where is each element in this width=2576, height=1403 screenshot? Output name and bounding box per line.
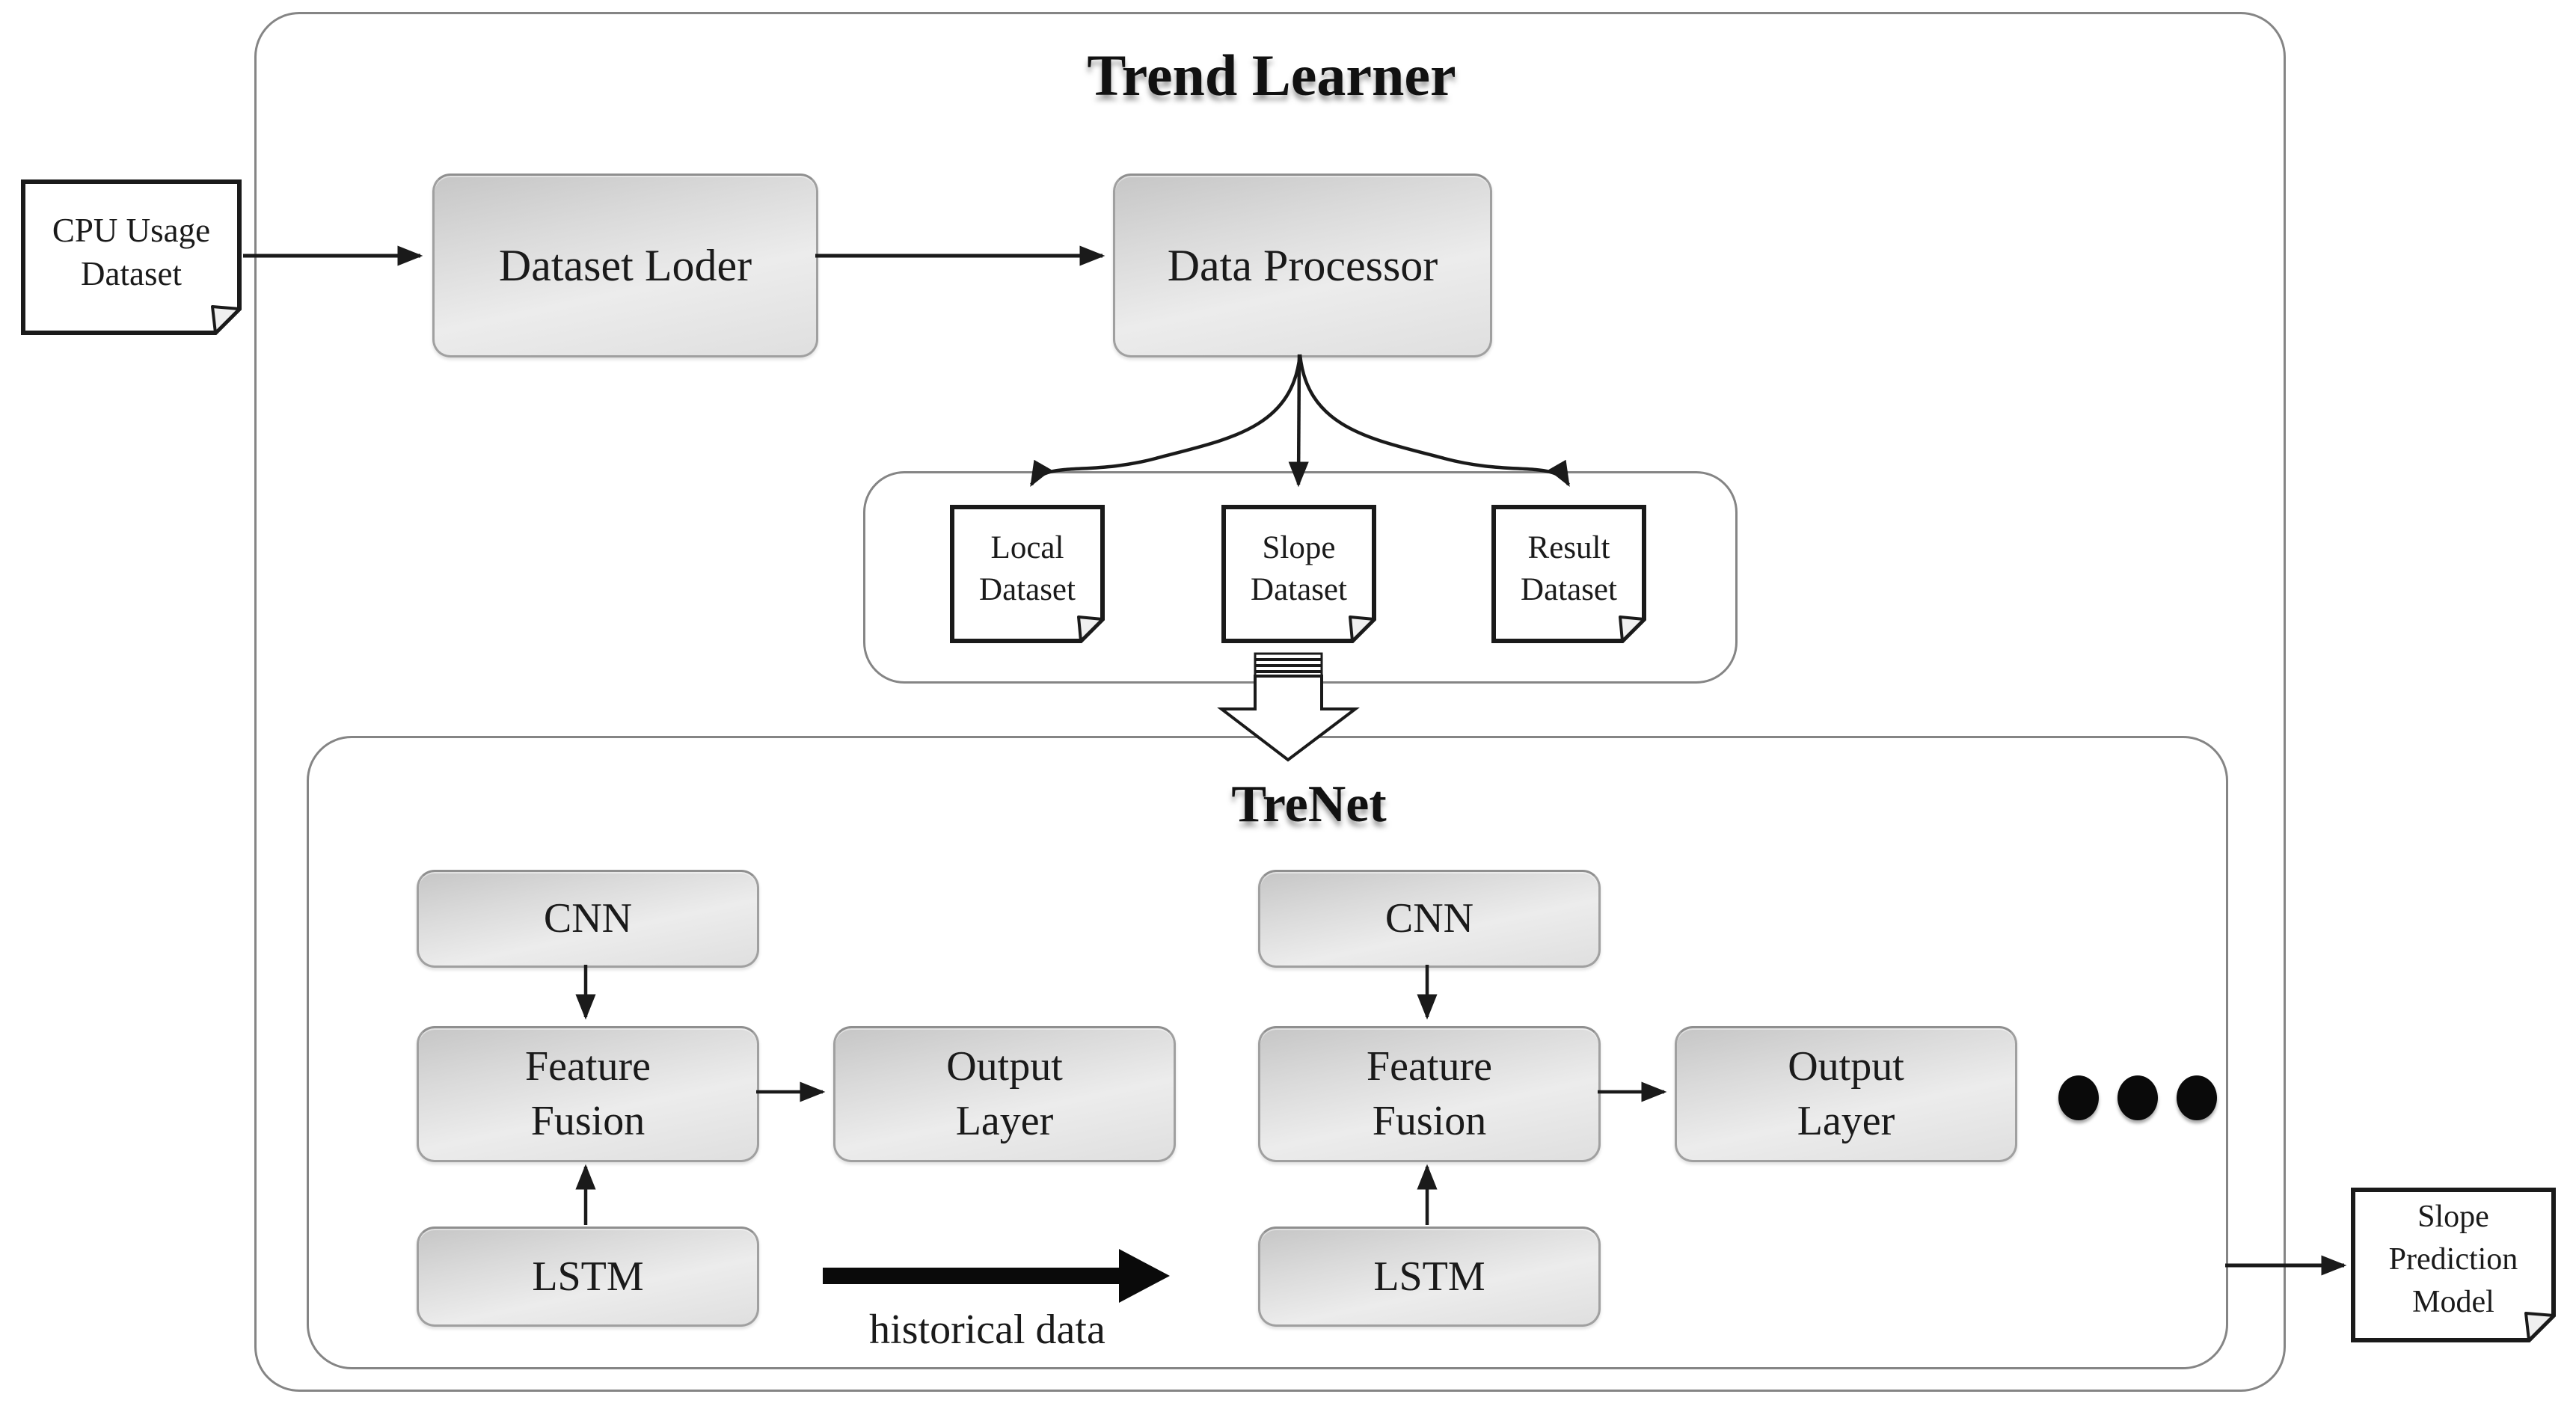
document-icon	[950, 505, 1105, 643]
slope-dataset-doc: Slope Dataset	[1221, 505, 1376, 643]
doc-label: Result Dataset	[1521, 529, 1617, 607]
lstm-box-right: LSTM	[1258, 1227, 1601, 1327]
doc-label: Slope Prediction Model	[2388, 1200, 2518, 1319]
local-dataset-doc: Local Dataset	[950, 505, 1105, 643]
ellipsis-dots-icon	[2058, 1075, 2217, 1120]
document-icon	[21, 179, 242, 335]
result-dataset-doc: Result Dataset	[1491, 505, 1646, 643]
cpu-usage-dataset-doc: CPU Usage Dataset	[21, 179, 242, 335]
cnn-box-left: CNN	[417, 870, 759, 968]
output-layer-box-left: Output Layer	[833, 1026, 1176, 1162]
doc-label: Local Dataset	[979, 529, 1076, 607]
slope-prediction-model-doc: Slope Prediction Model	[2351, 1188, 2556, 1342]
dataset-loader-box: Dataset Loder	[432, 174, 818, 357]
document-icon	[2351, 1188, 2556, 1342]
trend-learner-frame	[254, 12, 2286, 1392]
dot-icon	[2058, 1075, 2099, 1120]
dot-icon	[2177, 1075, 2217, 1120]
doc-label: CPU Usage Dataset	[52, 211, 211, 293]
output-layer-box-right: Output Layer	[1675, 1026, 2017, 1162]
dot-icon	[2117, 1075, 2158, 1120]
document-icon	[1221, 505, 1376, 643]
feature-fusion-box-right: Feature Fusion	[1258, 1026, 1601, 1162]
data-processor-box: Data Processor	[1113, 174, 1492, 357]
doc-label: Slope Dataset	[1251, 529, 1347, 607]
page-title: Trend Learner	[1087, 43, 1456, 108]
feature-fusion-box-left: Feature Fusion	[417, 1026, 759, 1162]
historical-data-label: historical data	[869, 1307, 1105, 1353]
trenet-title: TreNet	[1231, 776, 1387, 833]
cnn-box-right: CNN	[1258, 870, 1601, 968]
lstm-box-left: LSTM	[417, 1227, 759, 1327]
document-icon	[1491, 505, 1646, 643]
